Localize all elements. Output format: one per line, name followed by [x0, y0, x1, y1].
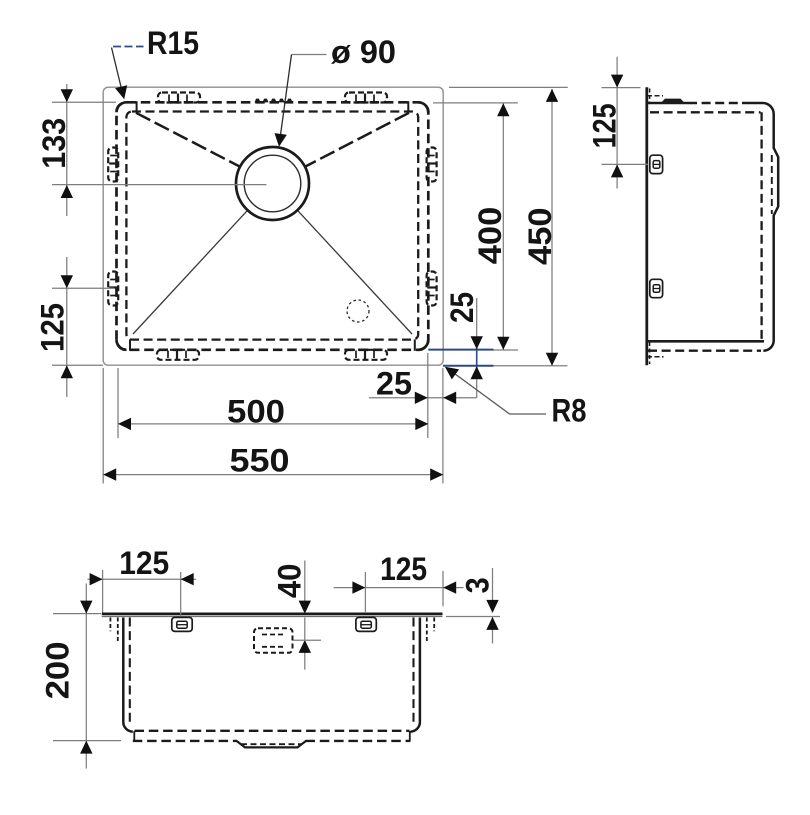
svg-text:125: 125	[380, 551, 427, 587]
svg-text:125: 125	[35, 303, 71, 352]
svg-text:ø 90: ø 90	[331, 34, 396, 70]
svg-text:400: 400	[472, 207, 508, 265]
svg-text:25: 25	[376, 366, 412, 402]
svg-text:3: 3	[460, 577, 496, 593]
svg-text:R15: R15	[147, 25, 199, 61]
svg-text:125: 125	[119, 545, 169, 581]
svg-text:450: 450	[522, 207, 558, 265]
svg-text:125: 125	[586, 103, 622, 148]
svg-text:500: 500	[227, 394, 285, 430]
svg-text:133: 133	[36, 118, 72, 169]
svg-text:550: 550	[230, 442, 290, 478]
svg-text:25: 25	[444, 292, 480, 323]
svg-text:40: 40	[271, 564, 307, 599]
svg-text:200: 200	[40, 641, 76, 699]
svg-text:R8: R8	[552, 393, 587, 429]
